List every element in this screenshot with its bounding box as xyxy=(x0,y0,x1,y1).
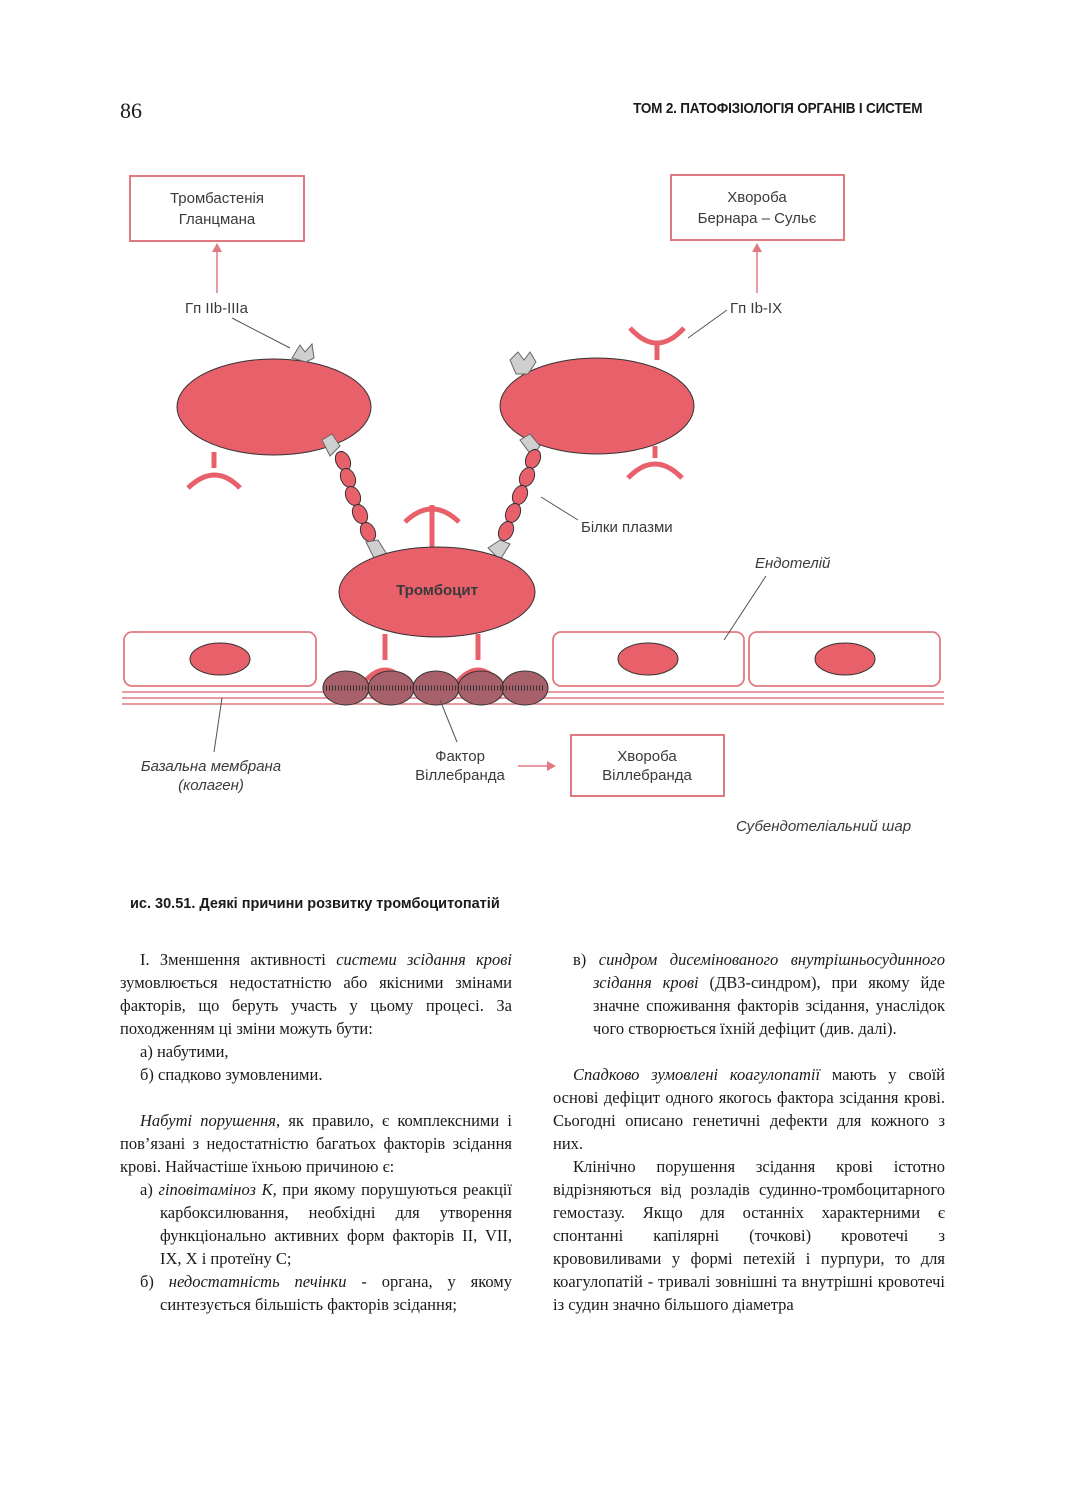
box-glanzmann-line2: Гланцмана xyxy=(179,211,256,228)
list-item-acquired: а) набутими, xyxy=(140,1042,229,1061)
pointer-gp2b3a xyxy=(231,317,291,349)
platelet-disorders-diagram: Тромбастенія Гланцмана Хвороба Бернара –… xyxy=(122,174,944,835)
endothelial-cell-3 xyxy=(748,631,941,687)
platelet-right xyxy=(499,357,695,455)
box-von-willebrand xyxy=(570,734,725,797)
box-glanzmann-line1: Тромбастенія xyxy=(170,190,264,207)
list-item-hereditary: б) спадково зумовленими. xyxy=(140,1065,323,1084)
pointer-plasma-proteins xyxy=(540,496,579,521)
plasma-protein-chain-right xyxy=(497,448,542,542)
receptor-gp2b3a-right xyxy=(509,351,537,375)
receptor-gp2b3a-left xyxy=(291,342,315,363)
pointer-basal-membrane xyxy=(213,697,223,753)
endothelial-nucleus-1 xyxy=(189,642,251,676)
platelet-central xyxy=(338,546,536,638)
page-number: 86 xyxy=(120,98,142,123)
label-gp1b9: Гп Ib-IX xyxy=(730,300,782,317)
arrowhead-glanzmann xyxy=(212,243,222,252)
box-bernard-line1: Хвороба xyxy=(727,189,787,206)
box-vwd-line2: Віллебранда xyxy=(602,767,692,784)
figure-caption: ис. 30.51. Деякі причини розвитку тромбо… xyxy=(130,896,500,912)
box-bernard-soulier xyxy=(670,174,845,241)
box-bernard-line2: Бернара – Сульє xyxy=(698,210,817,227)
paragraph-4: Клінічно порушення зсідання крові істотн… xyxy=(553,1157,945,1314)
platelet-left xyxy=(176,358,372,456)
paragraph-1: І. Зменшення активності системи зсідання… xyxy=(120,950,512,1038)
label-platelet: Тромбоцит xyxy=(396,582,478,599)
running-title: ТОМ 2. ПАТОФІЗІОЛОГІЯ ОРГАНІВ І СИСТЕМ xyxy=(632,100,922,117)
label-endothelium: Ендотелій xyxy=(755,555,831,572)
receptor-gp1b9-right-top xyxy=(628,326,686,346)
paragraph-2: Набуті порушення, як правило, є комплекс… xyxy=(120,1111,512,1176)
pointer-vwf xyxy=(439,699,458,743)
endothelial-cell-2 xyxy=(552,631,745,687)
label-vwf-line2: Віллебранда xyxy=(415,767,505,784)
arrowhead-vwd xyxy=(547,761,556,771)
endothelial-cell-1 xyxy=(123,631,317,687)
label-vwf-line1: Фактор xyxy=(435,748,485,765)
label-gp2b3a: Гп IIb-IIIa xyxy=(185,300,249,317)
box-glanzmann xyxy=(129,175,305,242)
pointer-endothelium xyxy=(723,575,767,641)
paragraph-3: Спадково зумовлені коагулопатії мають у … xyxy=(553,1065,945,1153)
receptor-gp1b9-left xyxy=(186,472,242,490)
left-column: І. Зменшення активності системи зсідання… xyxy=(120,948,512,1316)
list-item-vitamin-k: а) гіповітаміноз К, при якому порушуютьс… xyxy=(140,1180,512,1268)
endothelial-nucleus-3 xyxy=(814,642,876,676)
plasma-protein-chain-left xyxy=(334,450,377,543)
arrowhead-bernard xyxy=(752,243,762,252)
pointer-gp1b9 xyxy=(687,309,728,339)
list-item-dic: в) синдром дисемінованого внутрішньосуди… xyxy=(573,950,946,1038)
label-subendothelial: Субендотеліальний шар xyxy=(736,818,911,835)
receptor-gp1b9-right-bottom xyxy=(626,461,684,480)
label-basal-membrane-line1: Базальна мембрана xyxy=(141,758,281,775)
label-plasma-proteins: Білки плазми xyxy=(581,519,673,536)
label-basal-membrane-line2: (колаген) xyxy=(178,777,244,794)
endothelial-nucleus-2 xyxy=(617,642,679,676)
collagen-vwf-beads xyxy=(322,670,549,706)
box-vwd-line1: Хвороба xyxy=(617,748,677,765)
right-column: в) синдром дисемінованого внутрішньосуди… xyxy=(553,948,945,1316)
list-item-liver: б) недостатність печінки - органа, у яко… xyxy=(140,1272,512,1314)
